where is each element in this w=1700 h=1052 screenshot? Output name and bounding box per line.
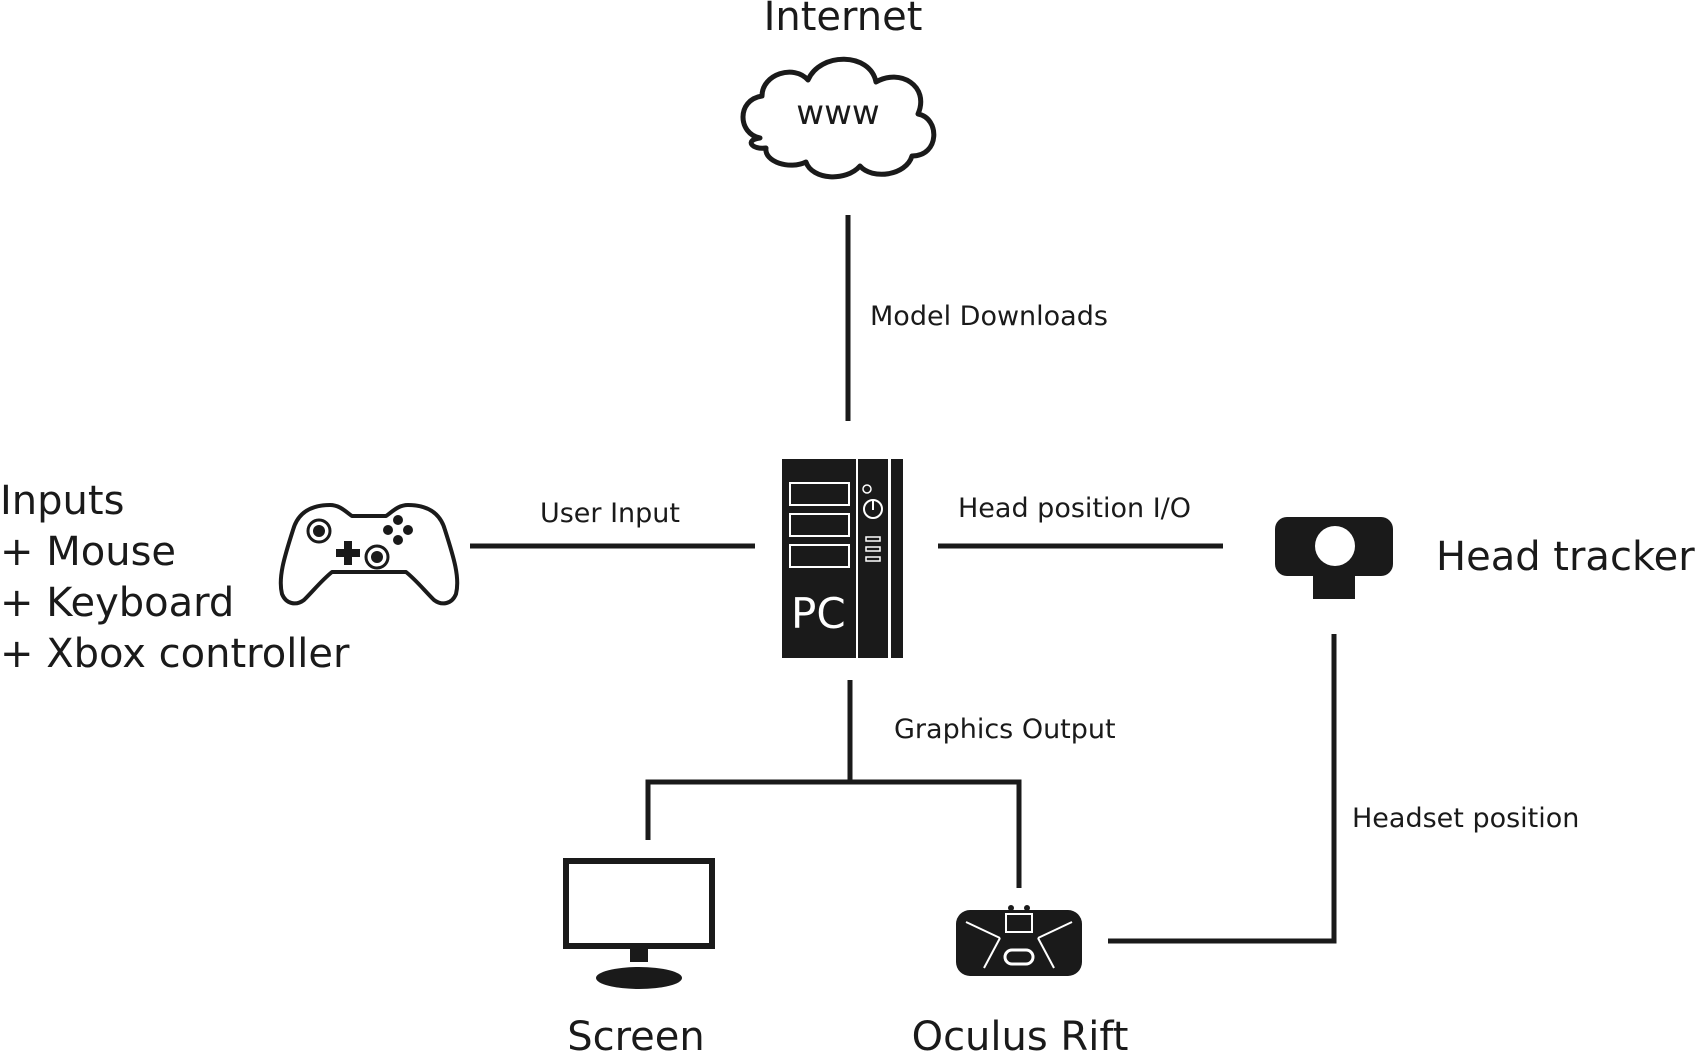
head-tracker-title: Head tracker [1436, 534, 1695, 580]
edge-label-user-input: User Input [540, 498, 680, 529]
edge-tracker-oculus [1108, 634, 1337, 944]
edge-graphics-screen [645, 779, 1022, 888]
cloud-icon: www [740, 56, 937, 180]
monitor-icon [563, 858, 715, 989]
gamepad-icon [278, 503, 460, 606]
oculus-title: Oculus Rift [912, 1014, 1129, 1052]
webcam-icon [1275, 517, 1393, 599]
internet-title: Internet [764, 0, 923, 40]
edge-label-headset-position: Headset position [1352, 803, 1579, 834]
pc-tower-icon: PC [782, 459, 903, 658]
pc-label: PC [791, 589, 846, 638]
inputs-item-mouse: + Mouse [0, 529, 176, 575]
cloud-text: www [796, 93, 879, 133]
screen-title: Screen [567, 1014, 705, 1052]
inputs-item-keyboard: + Keyboard [0, 580, 234, 626]
edge-label-head-position-io: Head position I/O [958, 493, 1191, 524]
inputs-item-xbox-controller: + Xbox controller [0, 631, 350, 677]
vr-headset-icon [956, 905, 1082, 976]
inputs-title: Inputs [0, 478, 124, 524]
edge-label-model-downloads: Model Downloads [870, 301, 1108, 332]
edge-label-graphics-output: Graphics Output [894, 714, 1116, 745]
